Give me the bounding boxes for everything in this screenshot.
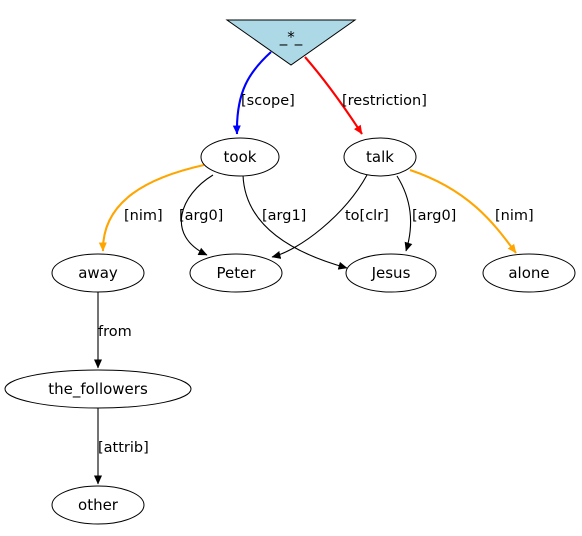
edge-followers-other-label: [attrib] <box>98 440 149 456</box>
edge-took-peter-line <box>180 174 214 256</box>
node-jesus-shape <box>345 253 437 293</box>
edge-took-away-label: [nim] <box>124 208 163 224</box>
node-peter-shape <box>189 253 283 293</box>
node-peter-label: Peter <box>216 264 256 282</box>
edge-away-followers-label: from <box>98 324 132 340</box>
edge-talk-peter: to[clr] <box>271 174 389 259</box>
node-jesus-label: Jesus <box>371 264 411 282</box>
edge-away-followers: from <box>94 292 132 369</box>
edge-took-away-line <box>98 163 205 252</box>
node-followers-shape <box>4 369 192 409</box>
node-root[interactable]: _*_ <box>225 19 357 66</box>
node-peter[interactable]: Peter <box>189 253 283 293</box>
node-other[interactable]: other <box>51 485 145 525</box>
edge-talk-jesus-line <box>396 175 413 252</box>
node-talk-shape <box>343 137 417 177</box>
node-alone[interactable]: alone <box>482 253 576 293</box>
edge-root-took-line <box>232 51 272 135</box>
nodes: _*_ took talk away Peter Jesus alone th <box>4 19 576 525</box>
edge-talk-peter-label: to[clr] <box>345 208 389 224</box>
edge-talk-peter-line <box>271 174 368 259</box>
edge-root-took-label: [scope] <box>241 93 295 109</box>
edge-took-jesus-label: [arg1] <box>262 208 306 224</box>
node-alone-label: alone <box>508 264 549 282</box>
node-root-shape <box>225 19 357 66</box>
edge-root-talk: [restriction] <box>304 56 427 135</box>
node-jesus[interactable]: Jesus <box>345 253 437 293</box>
edge-talk-alone-line <box>409 169 517 254</box>
edge-root-talk-line <box>304 56 363 135</box>
edge-took-away: [nim] <box>98 163 205 252</box>
edge-talk-alone-label: [nim] <box>495 208 534 224</box>
node-talk-label: talk <box>366 148 394 166</box>
edge-root-took: [scope] <box>232 51 295 135</box>
node-other-label: other <box>78 496 119 514</box>
edge-took-jesus-line <box>242 174 348 270</box>
node-followers[interactable]: the_followers <box>4 369 192 409</box>
node-away-shape <box>51 253 145 293</box>
edge-talk-alone: [nim] <box>409 169 534 254</box>
edge-root-talk-label: [restriction] <box>342 93 427 109</box>
node-took-shape <box>200 137 280 177</box>
edge-took-peter-label: [arg0] <box>179 208 223 224</box>
edges: [scope] [restriction] [nim] [arg0] [arg1… <box>94 51 534 485</box>
node-other-shape <box>51 485 145 525</box>
node-took-label: took <box>224 148 257 166</box>
edge-took-jesus: [arg1] <box>242 174 348 270</box>
node-root-label: _*_ <box>279 28 303 47</box>
node-alone-shape <box>482 253 576 293</box>
node-talk[interactable]: talk <box>343 137 417 177</box>
node-away[interactable]: away <box>51 253 145 293</box>
node-followers-label: the_followers <box>48 380 148 399</box>
node-away-label: away <box>78 264 118 282</box>
edge-followers-other: [attrib] <box>94 408 149 485</box>
edge-talk-jesus: [arg0] <box>396 175 456 252</box>
edge-took-peter: [arg0] <box>179 174 223 256</box>
node-took[interactable]: took <box>200 137 280 177</box>
edge-talk-jesus-label: [arg0] <box>412 208 456 224</box>
